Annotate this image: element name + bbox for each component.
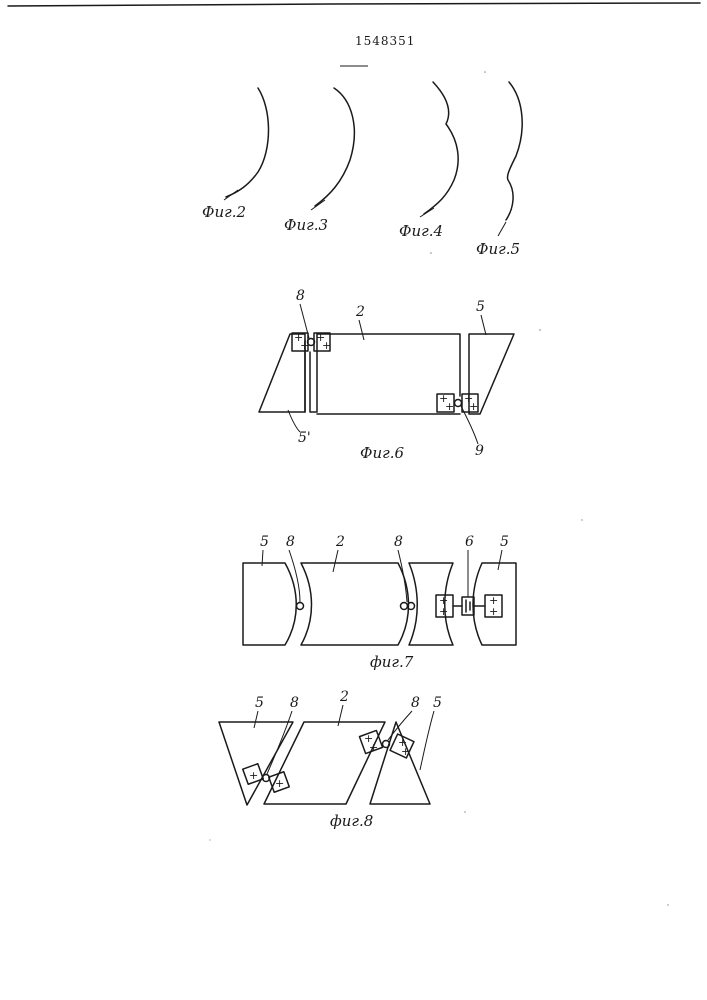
fig7-actuator-plates [466,600,470,612]
fig7-left-plate [243,563,296,645]
top-border-line [8,3,700,6]
fig7-leader-8-right [398,550,407,602]
fig8-label-5-right: 5 [433,695,442,711]
fig8-plus: + [369,741,378,754]
fig8-leader-8-left [267,711,292,774]
fig7-label-8-left: 8 [286,534,295,550]
fig4-caption: Фиг.4 [399,222,443,240]
fig7-hinge-left [297,603,304,610]
fig6-label-8: 8 [296,288,305,304]
fig8-label-8-left: 8 [290,695,299,711]
fig7-label-6: 6 [465,534,474,550]
fig6-leader-2 [359,320,364,340]
figure-2: Фиг.2 [202,88,269,221]
fig5-curve [506,82,522,220]
fig8-plus: + [275,777,284,790]
fig8-label-8-right: 8 [411,695,420,711]
fig6-hinge-bottom [455,400,462,407]
fig7-plus: + [439,605,448,618]
fig8-plus: + [401,745,410,758]
fig7-center-plate [301,563,409,645]
fig8-label-2: 2 [339,689,349,705]
fig8-plus: + [249,769,258,782]
fig6-leader-5 [481,315,486,335]
fig6-plus: + [300,339,309,352]
fig7-actuator [462,597,474,615]
fig6-label-5: 5 [476,299,485,315]
fig6-leader-5prime [288,410,300,432]
fig6-label-5prime: 5' [298,430,311,446]
fig8-left-triangle [219,722,293,805]
fig6-caption: Фиг.6 [360,444,404,462]
fig6-plus: + [469,400,478,413]
fig2-leader [224,190,238,200]
figure-5: Фиг.5 [476,82,522,258]
fig6-left-plate [259,334,305,412]
fig6-label-2: 2 [355,304,365,320]
figure-6: + + + + + + + + 8 2 5 5' 9 Фиг.6 [259,288,514,462]
fig6-label-9: 9 [475,443,484,459]
figure-8: + + + + + + 5 8 2 8 5 фиг.8 [219,689,442,830]
figure-7: + + + + 5 8 2 8 6 5 фиг.7 [243,534,516,671]
figure-4: Фиг.4 [399,82,458,240]
fig7-leader-5-right [498,550,502,570]
fig6-plus: + [322,339,331,352]
fig8-leader-5-left [254,711,258,728]
fig3-leader [311,200,325,210]
patent-number: 1548351 [355,34,415,48]
fig5-leader [498,222,506,236]
fig3-curve [315,88,354,206]
fig7-label-5-left: 5 [260,534,269,550]
fig2-curve [226,88,269,197]
fig8-leader-5-right [420,711,434,770]
fig6-plus: + [445,400,454,413]
fig7-label-8-right: 8 [394,534,403,550]
fig7-hinge-right-a [401,603,408,610]
fig3-caption: Фиг.3 [284,216,328,234]
fig8-label-5-left: 5 [255,695,264,711]
fig8-leader-2 [338,705,343,726]
fig8-caption: фиг.8 [330,812,373,830]
fig7-label-2: 2 [335,534,345,550]
figure-3: Фиг.3 [284,88,354,234]
fig7-leader-2 [333,550,338,572]
fig5-caption: Фиг.5 [476,240,520,258]
fig7-label-5-right: 5 [500,534,509,550]
fig7-caption: фиг.7 [370,653,414,671]
fig4-leader [420,208,434,217]
fig4-curve [424,82,458,214]
fig7-plus: + [489,605,498,618]
fig2-caption: Фиг.2 [202,203,246,221]
